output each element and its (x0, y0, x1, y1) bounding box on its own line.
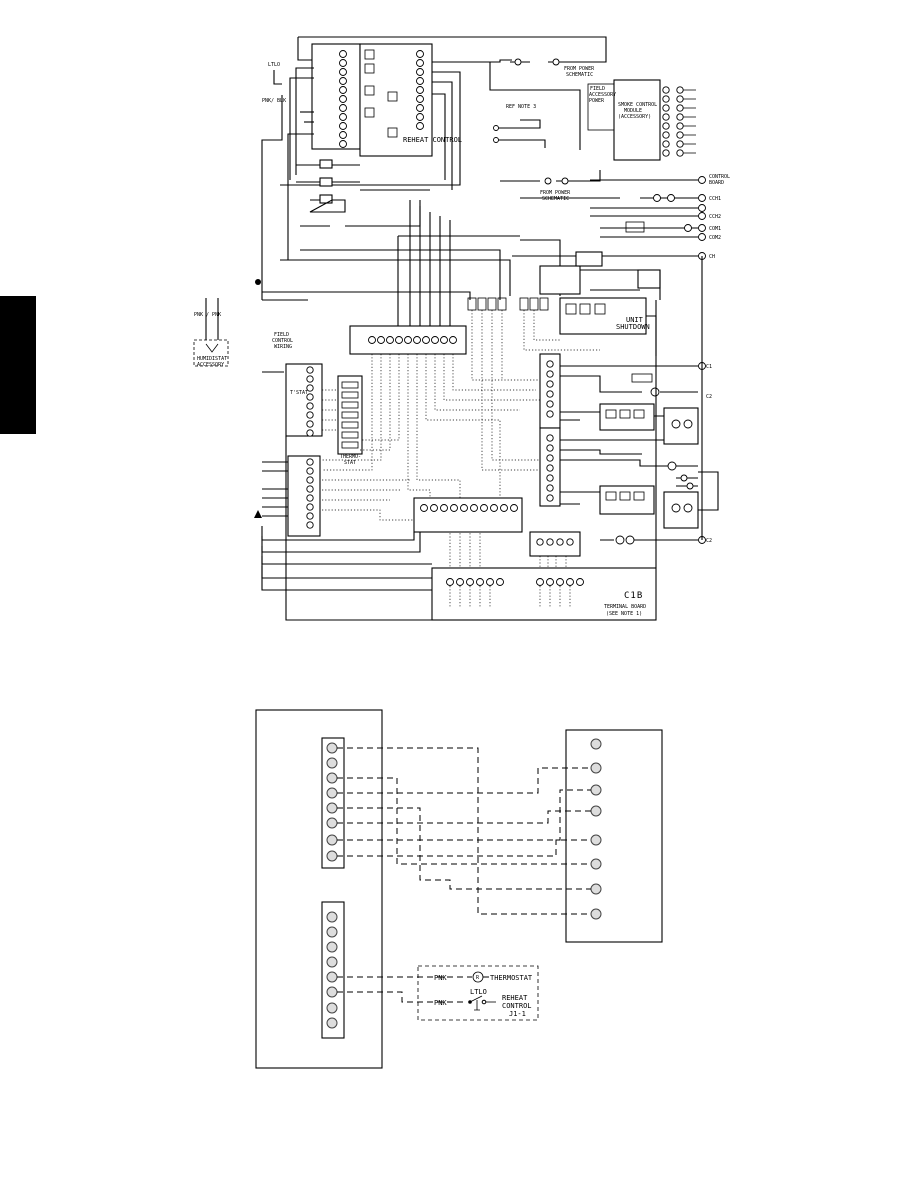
pnk-label-1: PNK (434, 974, 447, 982)
thermostat-label: THERMO-STAT (340, 454, 361, 466)
tstat-label: T'STAT (290, 390, 308, 396)
thermostat-terminals (341, 381, 359, 449)
label-c1b: C2 (706, 394, 712, 400)
thermostat-subbase-box (565, 729, 663, 943)
pnk-pnk-label: PNK / PNK (194, 312, 221, 318)
reheat-terminals (339, 50, 424, 148)
fan-speed-block (575, 251, 603, 267)
reheat-connector-left (311, 43, 361, 150)
plug-connectors-top (467, 297, 549, 311)
label-ch: CH (709, 254, 715, 260)
control-board-terminals (368, 336, 457, 344)
lower-strip-terminals (420, 504, 518, 512)
fuse-block (637, 269, 661, 289)
unit-terminal-strip-lower (321, 901, 345, 1039)
accessory-box (613, 79, 661, 161)
rh-hp-terminals (306, 458, 314, 529)
c1b-terminals (446, 578, 584, 586)
accessory-terminals (662, 86, 684, 157)
label-c1: C1 (706, 364, 712, 370)
pnk-blk-label: PNK/ BLK (262, 98, 286, 104)
label-com2: COM2 (709, 235, 721, 241)
pnk-label-2: PNK (434, 999, 447, 1007)
ltlo-label: LTLO (268, 62, 280, 68)
note-marker-triangle (254, 510, 262, 518)
humidistat-accessory-box (193, 339, 229, 367)
tstat-terminals (306, 366, 314, 437)
dotted-field-wires (322, 310, 600, 580)
c1b-title: C1B (624, 591, 643, 601)
unit-terminals-upper (326, 742, 338, 862)
c1b-terminal-board (431, 567, 657, 621)
label-control-board-2: BOARD (709, 180, 724, 186)
reheat-accessory-box (417, 965, 539, 1021)
terminal-r-label: R (476, 975, 480, 981)
field-wires-dashed (337, 747, 591, 1003)
motor-block-2 (663, 491, 699, 529)
section-tab (0, 296, 36, 434)
reheat-control-label: REHEAT CONTROL (403, 136, 462, 144)
note-marker-dot (255, 279, 261, 285)
relay-lsv (319, 194, 333, 204)
label-cch1: CCH1 (709, 196, 721, 202)
tstat-block (285, 363, 323, 437)
lower-terminal-strip (413, 497, 523, 533)
rh-hp-block (287, 455, 321, 537)
label-control-board: CONTROL (709, 174, 730, 180)
economizer-block (539, 265, 581, 295)
lower-ltlo-label: LTLO (470, 988, 487, 996)
c1b-subtitle: TERMINAL BOARD(SEE NOTE 1) (604, 604, 646, 617)
right-edge-terminals (698, 176, 706, 544)
unit-terminals-lower (326, 911, 338, 1029)
unit-control-box (255, 709, 383, 1069)
relay-rh1 (319, 159, 333, 169)
lower-thermostat-label: THERMOSTAT (490, 974, 533, 982)
label-c2: C2 (706, 538, 712, 544)
ltlo-switch-icon (468, 995, 487, 1011)
relay-rh2 (319, 177, 333, 187)
comp1-terminals (546, 360, 554, 418)
ref-note-label: REF NOTE 3 (506, 104, 536, 110)
label-cch2: CCH2 (709, 214, 721, 220)
relay-block-1 (599, 403, 655, 431)
label-com1: COM1 (709, 226, 721, 232)
comp2-terminals (546, 434, 554, 502)
motor-block-1 (663, 407, 699, 445)
